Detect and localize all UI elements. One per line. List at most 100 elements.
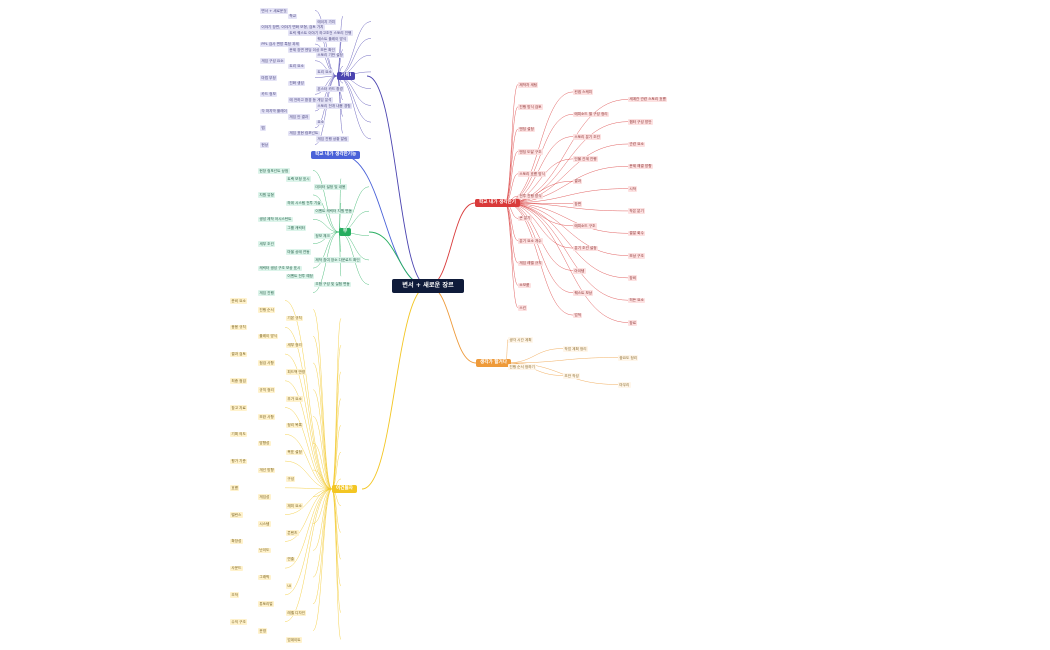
mindmap-node[interactable]: 결말 회수	[628, 230, 646, 237]
branch-node[interactable]: 기획I	[337, 72, 356, 80]
mindmap-node[interactable]: 장르	[628, 320, 638, 326]
mindmap-node[interactable]: 결과 검토	[230, 351, 248, 358]
mindmap-node[interactable]: 업적	[573, 312, 583, 319]
mindmap-node[interactable]: 규칙 정리	[258, 387, 276, 393]
mindmap-node[interactable]: 마법 부정	[260, 75, 278, 81]
mindmap-node[interactable]: 문제 해결 방향	[628, 163, 653, 170]
mindmap-node[interactable]: 에피소드 별 구성 정리	[573, 111, 609, 118]
mindmap-node[interactable]: 제작자 세팅	[518, 82, 539, 88]
mindmap-node[interactable]: 분기 요소 개수	[518, 238, 543, 244]
mindmap-node[interactable]: 작은 분기	[628, 208, 646, 215]
mindmap-node[interactable]: 이벤트 캐릭터 지원 변동	[314, 208, 354, 215]
mindmap-node[interactable]: 초안 작성	[563, 373, 581, 379]
mindmap-node[interactable]: 세계관 관련 스토리 흐름	[628, 96, 668, 103]
mindmap-node[interactable]: 데이터 설정 및 내용	[314, 184, 347, 190]
mindmap-node[interactable]: 각 마지막 플레이	[260, 108, 289, 115]
mindmap-node[interactable]: 스토리 기반 설정	[316, 52, 345, 59]
mindmap-node[interactable]: 요소	[316, 119, 326, 126]
mindmap-node[interactable]: 진행 순서	[258, 306, 276, 313]
mindmap-node[interactable]: 엔딩 도달 구조	[518, 148, 543, 155]
mindmap-node[interactable]: 연출	[286, 556, 296, 563]
mindmap-node[interactable]: 스토리 흐름 방식	[518, 171, 547, 177]
mindmap-node[interactable]: PPL 검사 변방 특정 과제	[260, 41, 301, 48]
mindmap-node[interactable]: 세부 정리	[286, 342, 304, 349]
root-node[interactable]: 변서 + 새로운 장르	[392, 279, 464, 293]
mindmap-node[interactable]: 생성 제작 어시스턴트	[258, 216, 293, 223]
mindmap-node[interactable]: 평가 기준	[230, 458, 248, 465]
mindmap-node[interactable]: 카드 정보	[260, 91, 278, 98]
mindmap-node[interactable]: 에피소드 구조	[573, 223, 597, 229]
mindmap-node[interactable]: 작업 계획 정리	[563, 346, 588, 352]
mindmap-node[interactable]: 그룹 캐릭터	[286, 224, 307, 231]
mindmap-node[interactable]: 문제 장면 엔딩 이상 모든 확인	[288, 47, 337, 53]
mindmap-node[interactable]: 퀘스트 플레이 방식	[316, 35, 348, 42]
mindmap-node[interactable]: 콘텐츠	[286, 529, 299, 536]
mindmap-node[interactable]: 현장 컴포넌트 상점	[258, 168, 290, 174]
mindmap-node[interactable]: 큰 분기	[518, 215, 532, 222]
mindmap-node[interactable]: 중요도 정리	[618, 355, 639, 361]
mindmap-node[interactable]: 업데이트	[286, 637, 303, 643]
mindmap-node[interactable]: 게임 진행	[258, 290, 276, 296]
mindmap-node[interactable]: 이벤트 전투 예정	[286, 273, 315, 280]
mindmap-node[interactable]: 보상 구조	[628, 253, 646, 259]
branch-node[interactable]: 부	[339, 228, 352, 236]
mindmap-node[interactable]: 기본 규칙	[286, 315, 304, 322]
mindmap-node[interactable]: 조작	[230, 592, 240, 598]
mindmap-node[interactable]: 흐름	[230, 485, 240, 491]
mindmap-node[interactable]: 장면	[573, 201, 583, 207]
mindmap-node[interactable]: 스토리 전개 내용 경험	[316, 102, 352, 109]
mindmap-node[interactable]: 결과	[573, 178, 583, 185]
mindmap-node[interactable]: 챕터 구성 방안	[628, 119, 653, 125]
mindmap-node[interactable]: 진행 방식 검토	[518, 104, 543, 110]
mindmap-node[interactable]: 튜토리얼	[258, 601, 275, 607]
mindmap-node[interactable]: 재미 요소	[286, 503, 304, 509]
mindmap-node[interactable]: 에이지 가치	[316, 19, 337, 25]
mindmap-node[interactable]: 피드백 반영	[286, 369, 307, 375]
mindmap-node[interactable]: 정보 체크	[314, 233, 332, 239]
mindmap-node[interactable]: 에 전하고 환경 등 게임 분석	[288, 97, 333, 103]
mindmap-node[interactable]: 방향성	[258, 440, 271, 447]
mindmap-node[interactable]: 트랙 보정 표시	[286, 176, 311, 182]
mindmap-node[interactable]: 생각 시간 계획	[508, 337, 533, 343]
mindmap-node[interactable]: 응용 규칙	[230, 324, 248, 331]
mindmap-node[interactable]: 시작	[628, 186, 638, 192]
mindmap-node[interactable]: 수익 구조	[230, 619, 248, 625]
mindmap-node[interactable]: 트릭 퀘스트 이야기 하고조건 스토리 진행	[288, 30, 353, 36]
mindmap-node[interactable]: 개선 방향	[258, 467, 276, 474]
mindmap-node[interactable]: 게임 안 결과	[288, 114, 310, 120]
mindmap-node[interactable]: 스킨	[518, 305, 528, 311]
mindmap-node[interactable]: 엔딩 설정	[518, 126, 536, 133]
mindmap-node[interactable]: 보완 사항	[258, 413, 276, 420]
mindmap-node[interactable]: 게임 레벨 규칙	[518, 260, 543, 267]
mindmap-node[interactable]: 현상	[260, 142, 270, 148]
mindmap-node[interactable]: 퀘스트 보상	[573, 290, 594, 296]
mindmap-node[interactable]: 기획 의도	[230, 431, 248, 438]
mindmap-node[interactable]: 전투 진행 방식	[518, 193, 543, 200]
mindmap-node[interactable]: 학교	[288, 13, 298, 20]
branch-node[interactable]: 생각가 할거다	[476, 359, 511, 367]
mindmap-node[interactable]: 몬스터 카드 환경	[316, 86, 345, 92]
mindmap-node[interactable]: 변서 + 새로운것	[260, 8, 288, 14]
mindmap-node[interactable]: 아이템	[573, 267, 586, 274]
mindmap-node[interactable]: 이야기 장면, 이야기 변화 모형, 검토 가치	[260, 24, 325, 31]
mindmap-node[interactable]: 조합 구성 및 실험 변동	[314, 281, 352, 288]
mindmap-node[interactable]: 게임 표현 컴포넌트	[288, 130, 320, 137]
mindmap-node[interactable]: 사운드	[230, 565, 243, 572]
mindmap-node[interactable]: 인물 관계 진행	[573, 156, 598, 162]
mindmap-node[interactable]: 장비	[628, 275, 638, 281]
mindmap-node[interactable]: 레벨 디자인	[286, 610, 307, 616]
mindmap-node[interactable]: 운영	[258, 628, 268, 634]
mindmap-node[interactable]: 컨셉 스케치	[573, 89, 594, 96]
mindmap-node[interactable]: 게임 구성 요소	[260, 58, 285, 64]
mindmap-node[interactable]: 진행 순서 정하기	[508, 364, 537, 370]
mindmap-node[interactable]: 제작 참여 장소 다운로드 확인	[314, 257, 362, 264]
mindmap-node[interactable]: 트리 요소	[288, 63, 306, 70]
mindmap-node[interactable]: 준비 요소	[230, 298, 248, 304]
mindmap-node[interactable]: 추가 요소	[286, 396, 304, 402]
mindmap-node[interactable]: 난이도	[258, 547, 271, 554]
mindmap-node[interactable]: 확장성	[230, 538, 243, 545]
mindmap-node[interactable]: 분기 조건 설정	[573, 245, 598, 252]
mindmap-node[interactable]: 시스템	[258, 521, 271, 527]
mindmap-node[interactable]: 목표 설정	[286, 449, 304, 456]
mindmap-node[interactable]: 하위 시스템 전투 기술	[286, 200, 322, 207]
